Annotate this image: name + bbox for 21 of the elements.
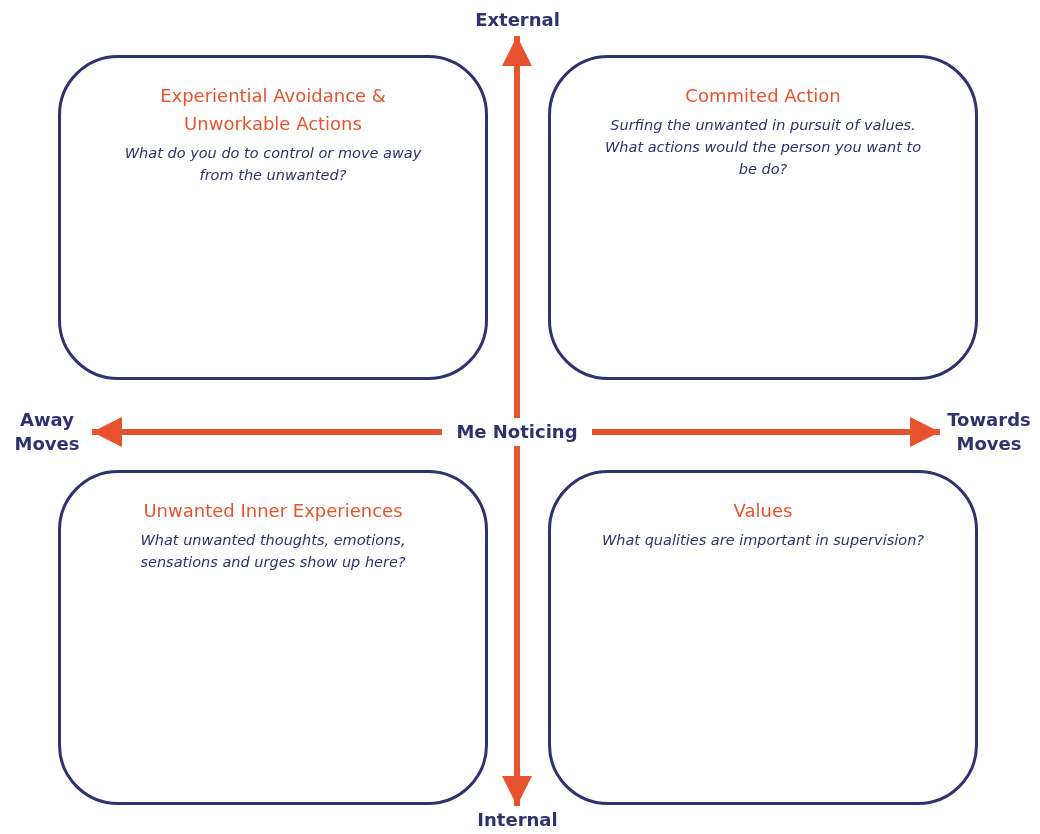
question-text: What qualities are important in supervision? bbox=[601, 531, 925, 550]
question-text: What do you do to control or move away from the unwanted? bbox=[123, 144, 423, 185]
quadrant-box bbox=[548, 55, 978, 380]
axis-label: Internal bbox=[477, 808, 558, 832]
quadrant-box bbox=[58, 470, 488, 805]
axis-label: Away Moves bbox=[13, 408, 81, 456]
center-label: Me Noticing bbox=[456, 420, 578, 444]
question-text: Surfing the unwanted in pursuit of values. What actions would the person you want to be do? bbox=[604, 116, 922, 179]
question-text: What unwanted thoughts, emotions, sensations and urges show up here? bbox=[139, 531, 407, 572]
quadrant-box bbox=[548, 470, 978, 805]
arrow bbox=[502, 446, 532, 806]
arrow bbox=[92, 417, 442, 447]
quadrant-box bbox=[58, 55, 488, 380]
quadrant-heading: Values bbox=[733, 499, 793, 523]
arrow bbox=[592, 417, 940, 447]
quadrant-heading: Experiential Avoidance & Unworkable Actions bbox=[159, 84, 387, 136]
axis-label: Towards Moves bbox=[946, 408, 1032, 456]
quadrant-heading: Commited Action bbox=[685, 84, 841, 108]
axis-label: External bbox=[475, 8, 560, 32]
quadrant-heading: Unwanted Inner Experiences bbox=[143, 499, 403, 523]
arrow bbox=[502, 36, 532, 418]
